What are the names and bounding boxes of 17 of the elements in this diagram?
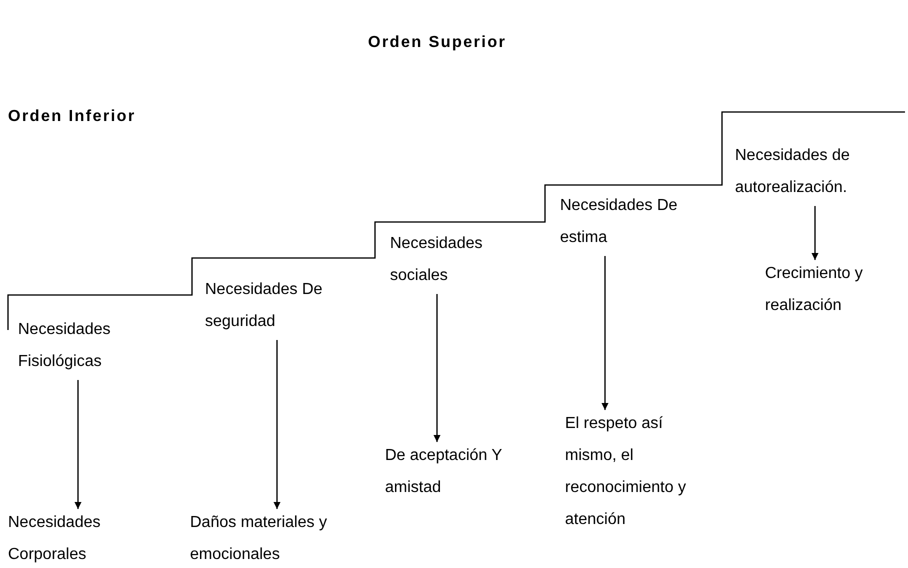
arrow xyxy=(602,256,608,410)
need-text: De aceptación Y amistad xyxy=(385,440,515,504)
need-text: Daños materiales y emocionales xyxy=(190,507,360,568)
need-text: Crecimiento y realización xyxy=(765,258,895,322)
need-text: Necesidades Corporales xyxy=(8,507,118,568)
need-text: Necesidades sociales xyxy=(390,228,510,292)
arrow xyxy=(434,294,440,442)
need-text: Necesidades De seguridad xyxy=(205,274,345,338)
need-text: Necesidades Fisiológicas xyxy=(18,314,138,378)
need-text: Necesidades de autorealización. xyxy=(735,140,900,204)
need-text: El respeto así mismo, el reconocimiento y atención xyxy=(565,408,715,536)
arrow xyxy=(812,206,818,260)
order-heading: Orden Superior xyxy=(368,34,506,52)
need-text: Necesidades De estima xyxy=(560,190,680,254)
arrow xyxy=(274,340,280,509)
arrow xyxy=(74,380,82,509)
order-heading: Orden Inferior xyxy=(8,108,136,126)
